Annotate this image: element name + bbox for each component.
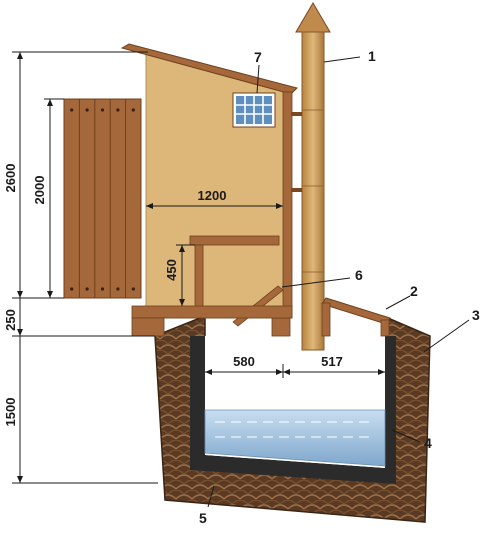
floor-base	[131, 305, 293, 319]
label-1200: 1200	[198, 188, 227, 203]
roof	[120, 43, 298, 95]
label-450: 450	[164, 259, 179, 281]
label-517: 517	[321, 354, 343, 369]
label-2000: 2000	[32, 176, 47, 205]
label-1500: 1500	[3, 398, 18, 427]
callout-3: 3	[472, 307, 480, 323]
pit-lid	[321, 297, 391, 337]
sewage-water	[204, 409, 386, 467]
pit-lining	[190, 336, 396, 484]
pipe-cap	[295, 2, 331, 33]
front-post	[282, 91, 293, 319]
vent-window	[232, 92, 276, 128]
callout-6: 6	[355, 267, 363, 283]
pit	[154, 314, 431, 523]
callout-2: 2	[410, 283, 418, 299]
callout-4: 4	[424, 435, 432, 451]
floor-step	[131, 317, 165, 337]
callout-7: 7	[254, 49, 262, 65]
callout-1: 1	[368, 48, 376, 64]
dimension-arrows	[17, 52, 385, 483]
exhaust-pipe	[291, 2, 331, 351]
label-580: 580	[233, 354, 255, 369]
label-2600: 2600	[3, 164, 18, 193]
callout-labels: 1 2 3 4 5 6 7	[199, 48, 480, 526]
dimension-lines	[12, 51, 470, 508]
callout-5: 5	[199, 510, 207, 526]
dimension-labels: 2600 2000 250 1500 1200 450 580 517	[3, 164, 343, 427]
label-250: 250	[3, 309, 18, 331]
door	[63, 98, 142, 299]
